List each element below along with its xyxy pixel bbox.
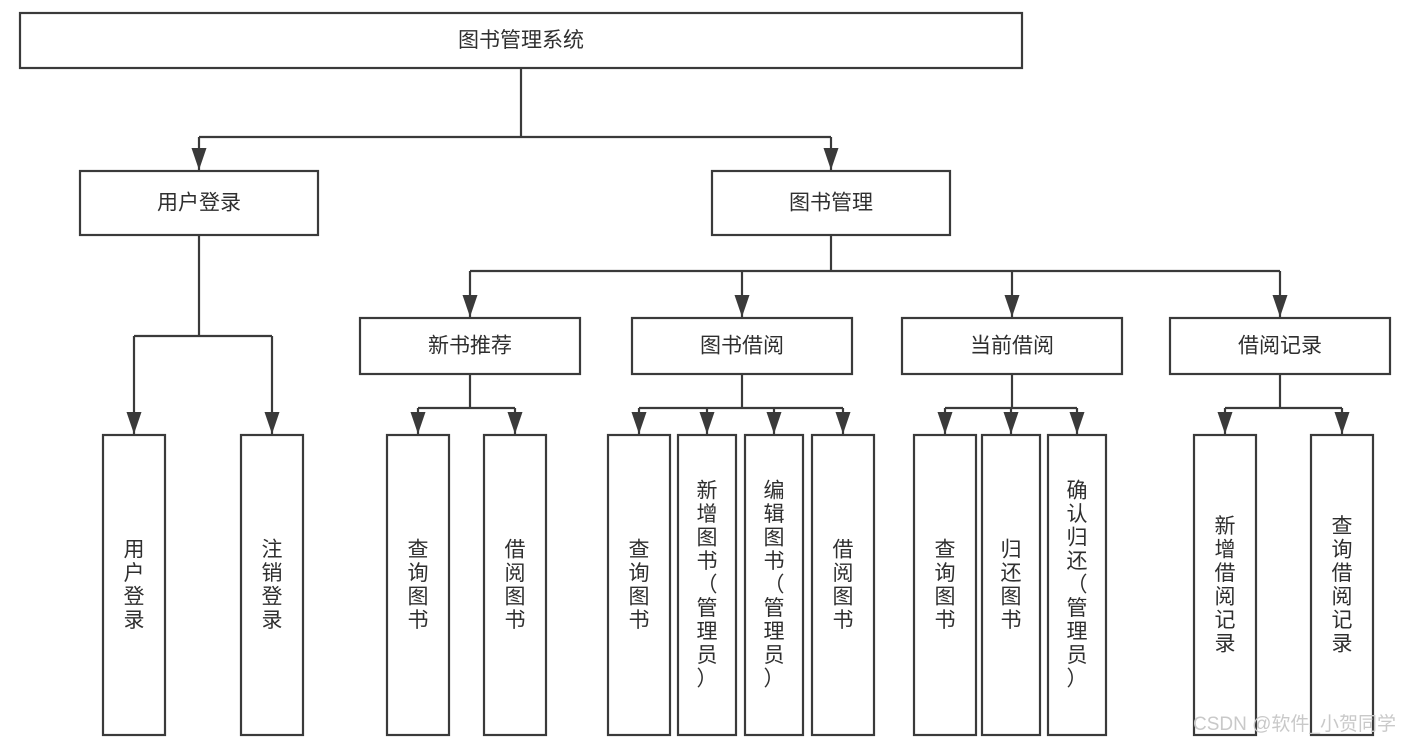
arrow-head-icon bbox=[264, 412, 280, 434]
node-root-图书管理系统[interactable]: 图书管理系统 bbox=[18, 11, 1024, 70]
node-borrow-record-rect[interactable] bbox=[1168, 316, 1392, 376]
csdn-watermark: CSDN @软件_小贺同学 bbox=[1193, 713, 1396, 735]
node-borrow-record-label: 借阅记录 bbox=[1238, 335, 1322, 358]
node-leaf-logout-label: 注销登录 bbox=[262, 538, 283, 632]
node-leaf-borrow-book-2-rect[interactable] bbox=[810, 433, 876, 737]
node-leaf-borrow-book-2[interactable]: 借阅图书 bbox=[810, 433, 876, 737]
node-leaf-return-book-rect[interactable] bbox=[980, 433, 1042, 737]
node-leaf-borrow-book-1[interactable]: 借阅图书 bbox=[482, 433, 548, 737]
node-leaf-query-book-2[interactable]: 查询图书 bbox=[606, 433, 672, 737]
node-leaf-return-book[interactable]: 归还图书 bbox=[980, 433, 1042, 737]
arrow-head-icon bbox=[1272, 295, 1288, 317]
node-new-book-rec-rect[interactable] bbox=[358, 316, 582, 376]
node-leaf-logout[interactable]: 注销登录 bbox=[239, 433, 305, 737]
node-leaf-query-book-1[interactable]: 查询图书 bbox=[385, 433, 451, 737]
node-leaf-return-book-label: 归还图书 bbox=[1001, 538, 1022, 632]
node-root-图书管理系统-label: 图书管理系统 bbox=[458, 29, 584, 52]
arrow-head-icon bbox=[937, 412, 953, 434]
arrow-head-icon bbox=[835, 412, 851, 434]
arrow-head-icon bbox=[1334, 412, 1350, 434]
node-leaf-query-book-3[interactable]: 查询图书 bbox=[912, 433, 978, 737]
node-leaf-query-record[interactable]: 查询借阅记录 bbox=[1309, 433, 1375, 737]
node-leaf-confirm-return-label: 确认归还（管理员） bbox=[1067, 480, 1088, 691]
arrow-head-icon bbox=[462, 295, 478, 317]
node-leaf-confirm-return-rect[interactable] bbox=[1046, 433, 1108, 737]
node-new-book-rec[interactable]: 新书推荐 bbox=[358, 316, 582, 376]
node-leaf-logout-rect[interactable] bbox=[239, 433, 305, 737]
node-leaf-query-book-1-rect[interactable] bbox=[385, 433, 451, 737]
node-book-borrow[interactable]: 图书借阅 bbox=[630, 316, 854, 376]
node-leaf-query-record-rect[interactable] bbox=[1309, 433, 1375, 737]
node-leaf-add-record-rect[interactable] bbox=[1192, 433, 1258, 737]
node-leaf-borrow-book-1-rect[interactable] bbox=[482, 433, 548, 737]
node-user-login[interactable]: 用户登录 bbox=[78, 169, 320, 237]
node-leaf-borrow-book-2-label: 借阅图书 bbox=[833, 538, 854, 632]
node-current-borrow-label: 当前借阅 bbox=[970, 335, 1054, 358]
arrow-head-icon bbox=[766, 412, 782, 434]
node-leaf-edit-book-rect[interactable] bbox=[743, 433, 805, 737]
nodes-layer: 图书管理系统用户登录图书管理新书推荐图书借阅当前借阅借阅记录用户登录注销登录查询… bbox=[18, 11, 1392, 737]
node-leaf-query-book-2-rect[interactable] bbox=[606, 433, 672, 737]
node-book-borrow-label: 图书借阅 bbox=[700, 335, 784, 358]
node-leaf-query-book-3-label: 查询图书 bbox=[935, 538, 956, 632]
node-root-图书管理系统-rect[interactable] bbox=[18, 11, 1024, 70]
node-book-borrow-rect[interactable] bbox=[630, 316, 854, 376]
arrow-head-icon bbox=[699, 412, 715, 434]
node-leaf-add-record-label: 新增借阅记录 bbox=[1215, 515, 1236, 656]
node-current-borrow-rect[interactable] bbox=[900, 316, 1124, 376]
arrow-head-icon bbox=[734, 295, 750, 317]
arrow-head-icon bbox=[191, 148, 207, 170]
node-leaf-user-login[interactable]: 用户登录 bbox=[101, 433, 167, 737]
arrow-head-icon bbox=[1217, 412, 1233, 434]
node-book-manage-rect[interactable] bbox=[710, 169, 952, 237]
node-leaf-user-login-rect[interactable] bbox=[101, 433, 167, 737]
arrow-head-icon bbox=[1004, 295, 1020, 317]
arrow-head-icon bbox=[1069, 412, 1085, 434]
node-leaf-add-book-rect[interactable] bbox=[676, 433, 738, 737]
arrow-head-icon bbox=[631, 412, 647, 434]
node-book-manage[interactable]: 图书管理 bbox=[710, 169, 952, 237]
arrow-head-icon bbox=[823, 148, 839, 170]
node-leaf-edit-book[interactable]: 编辑图书（管理员） bbox=[743, 433, 805, 737]
node-leaf-borrow-book-1-label: 借阅图书 bbox=[505, 538, 526, 632]
node-leaf-add-record[interactable]: 新增借阅记录 bbox=[1192, 433, 1258, 737]
node-leaf-add-book-label: 新增图书（管理员） bbox=[697, 480, 718, 691]
arrow-head-icon bbox=[126, 412, 142, 434]
node-current-borrow[interactable]: 当前借阅 bbox=[900, 316, 1124, 376]
node-leaf-query-book-3-rect[interactable] bbox=[912, 433, 978, 737]
node-leaf-confirm-return[interactable]: 确认归还（管理员） bbox=[1046, 433, 1108, 737]
node-leaf-add-book[interactable]: 新增图书（管理员） bbox=[676, 433, 738, 737]
node-borrow-record[interactable]: 借阅记录 bbox=[1168, 316, 1392, 376]
node-new-book-rec-label: 新书推荐 bbox=[428, 335, 512, 358]
node-leaf-query-book-2-label: 查询图书 bbox=[629, 538, 650, 632]
node-leaf-query-book-1-label: 查询图书 bbox=[408, 538, 429, 632]
node-leaf-user-login-label: 用户登录 bbox=[124, 538, 145, 632]
node-leaf-query-record-label: 查询借阅记录 bbox=[1332, 515, 1353, 656]
arrow-head-icon bbox=[1003, 412, 1019, 434]
node-leaf-edit-book-label: 编辑图书（管理员） bbox=[764, 480, 785, 691]
connectors-layer bbox=[126, 68, 1350, 434]
arrow-head-icon bbox=[507, 412, 523, 434]
arrow-head-icon bbox=[410, 412, 426, 434]
node-user-login-rect[interactable] bbox=[78, 169, 320, 237]
node-user-login-label: 用户登录 bbox=[157, 192, 241, 215]
node-book-manage-label: 图书管理 bbox=[789, 192, 873, 215]
